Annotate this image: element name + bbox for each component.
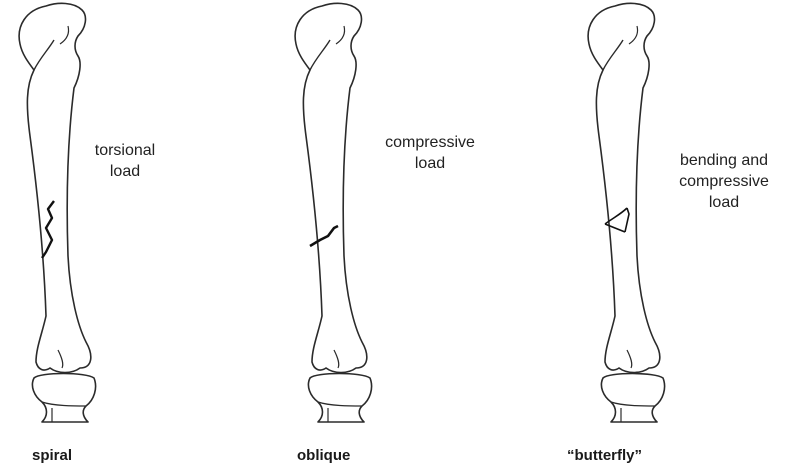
load-line-1: bending and [659,150,789,171]
load-label-compressive: compressive load [370,132,490,174]
load-line-2: load [370,153,490,174]
load-line-2: load [80,161,170,182]
panel-oblique: compressive load oblique [274,0,534,472]
load-label-bending-compressive: bending and compressive load [659,150,789,213]
femur-spiral-diagram [8,0,128,436]
load-line-1: compressive [370,132,490,153]
panel-butterfly: bending and compressive load “butterfly” [531,0,791,472]
load-line-2: compressive [659,171,789,192]
femur-oblique-diagram [284,0,404,436]
load-line-1: torsional [80,140,170,161]
fracture-type-spiral: spiral [32,447,72,464]
load-line-3: load [659,192,789,213]
femur-butterfly-diagram [577,0,697,436]
spiral-fracture-line [42,201,54,258]
fracture-type-butterfly: “butterfly” [567,447,642,464]
oblique-fracture-line [310,226,338,246]
fracture-type-oblique: oblique [297,447,350,464]
panel-spiral: torsional load spiral [0,0,260,472]
load-label-torsional: torsional load [80,140,170,182]
